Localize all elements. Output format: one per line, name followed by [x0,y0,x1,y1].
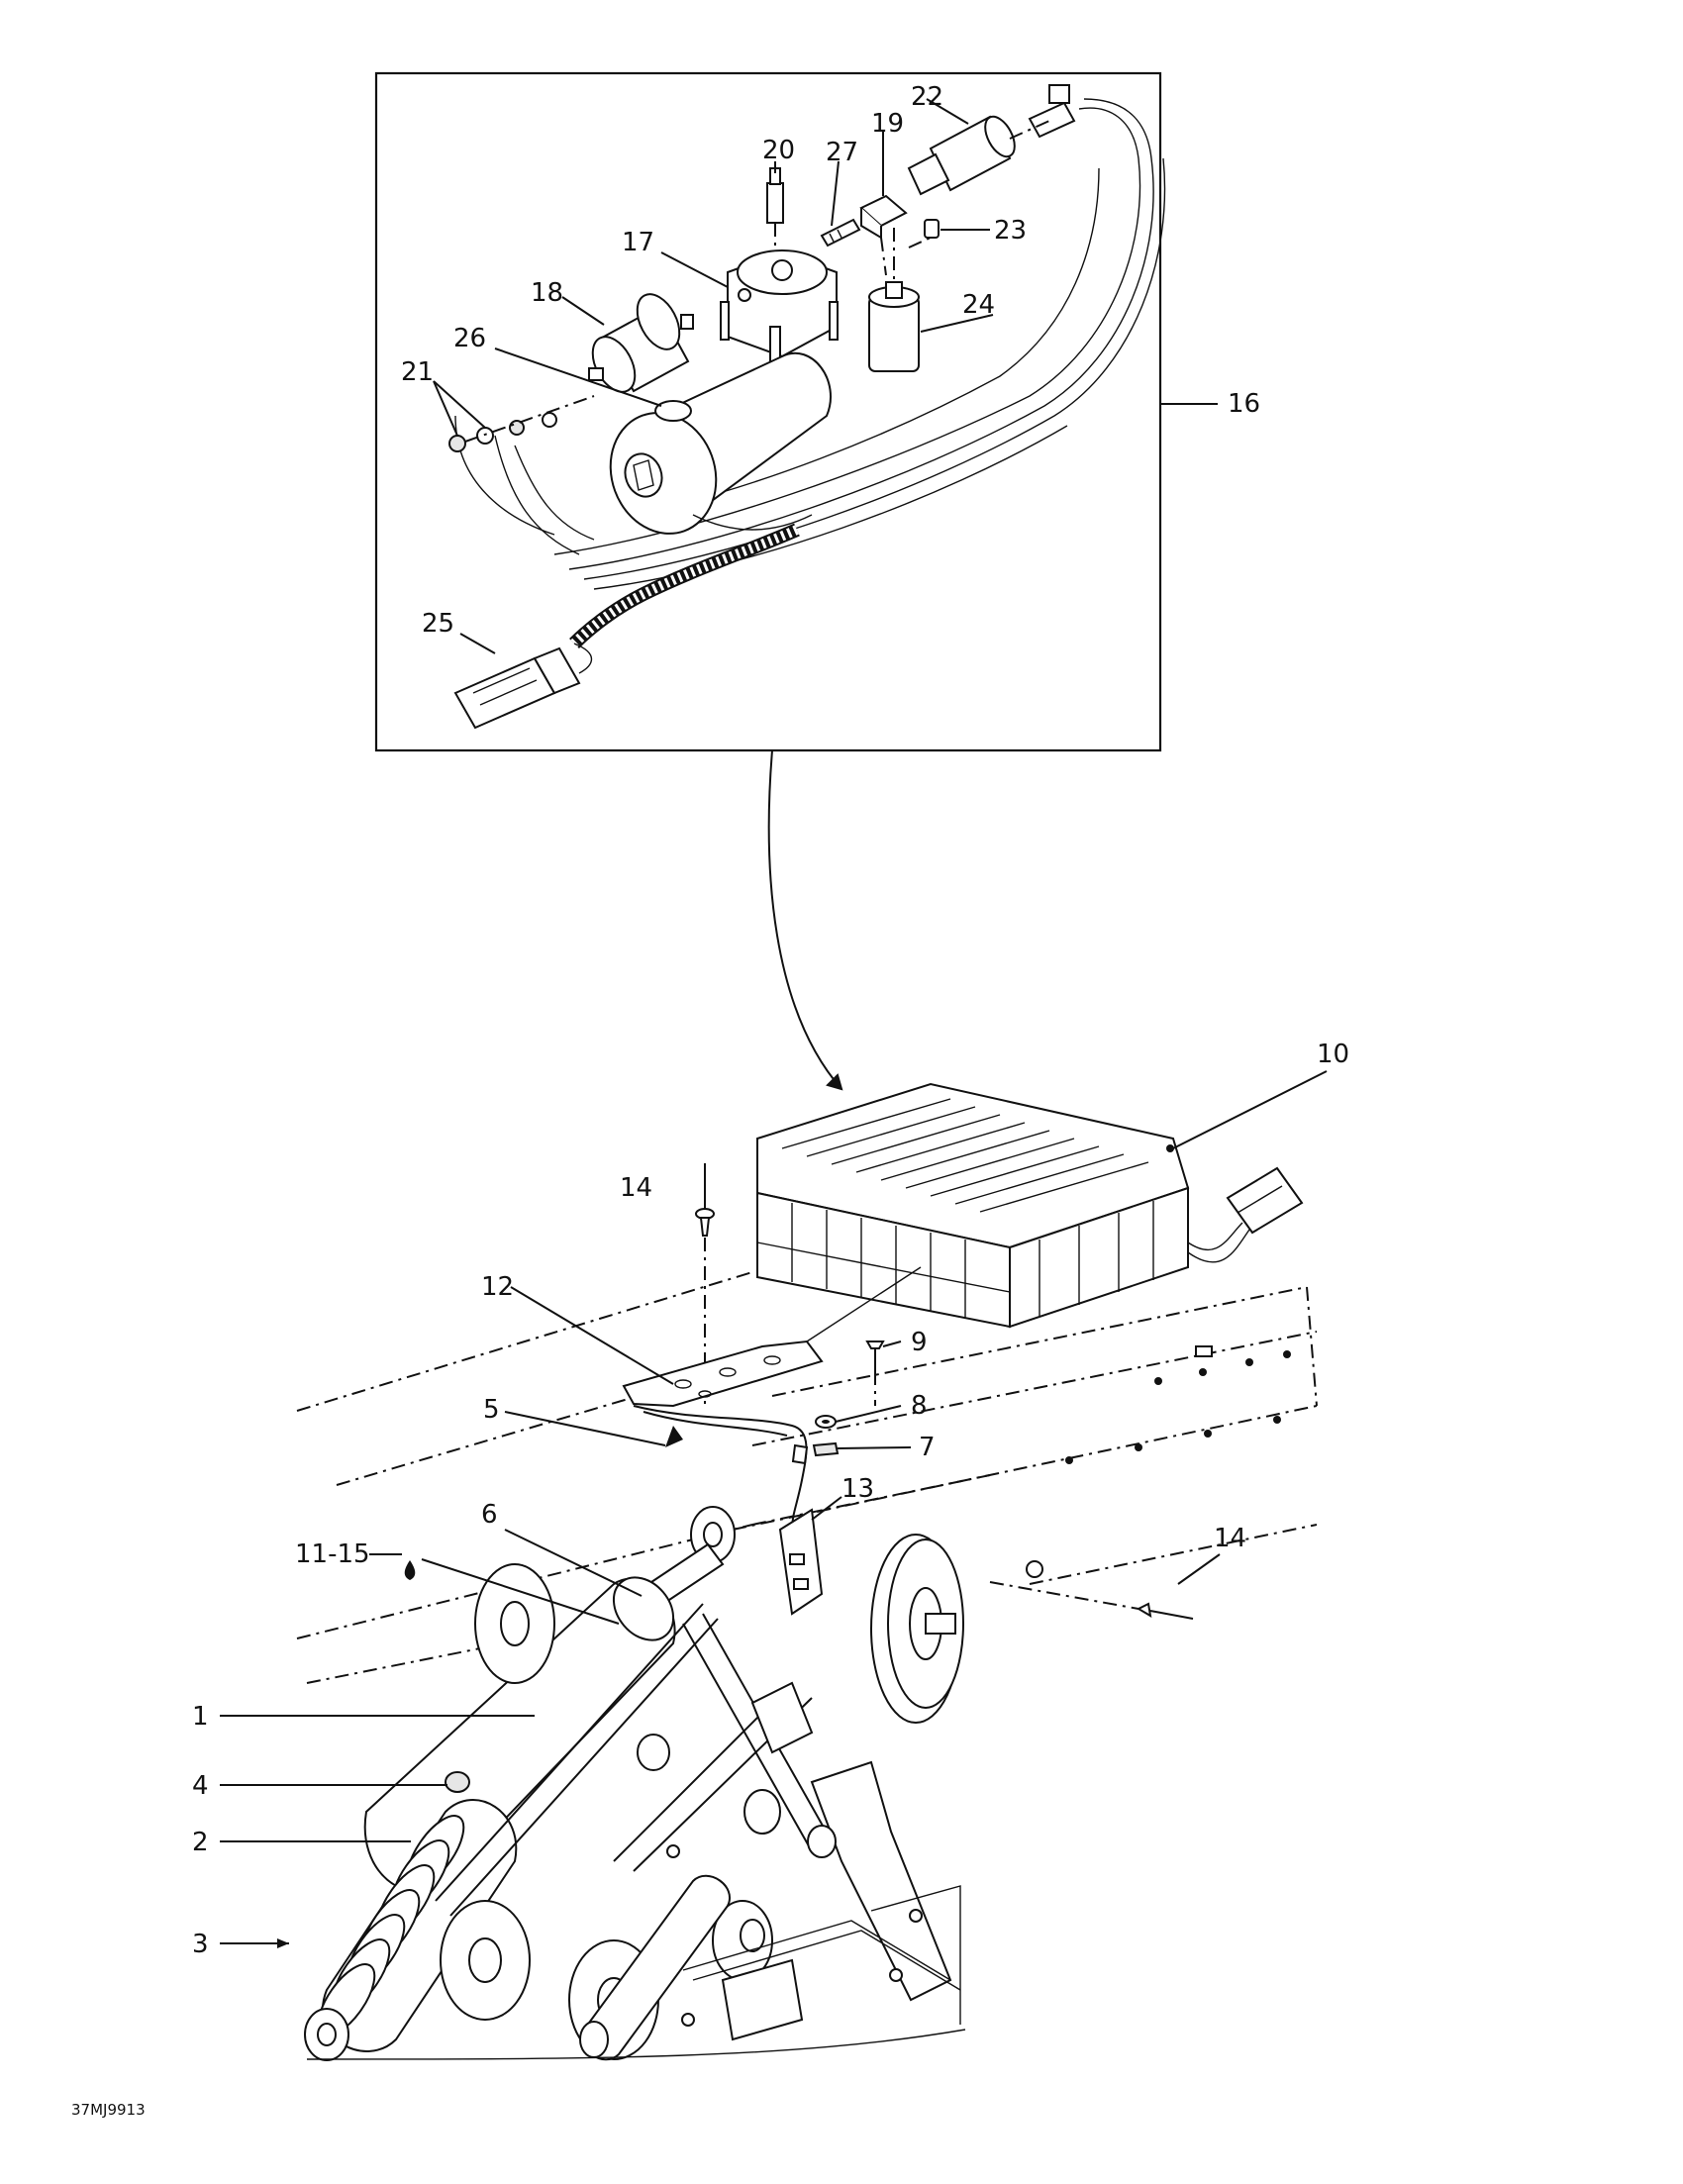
air-filter-18 [588,293,694,393]
main-assembly: 10 14 12 9 8 5 7 13 6 11-15 14 1 4 2 3 [192,1040,1349,2061]
callout-14-right: 14 [1214,1524,1246,1553]
callout-9: 9 [911,1328,928,1357]
grease-symbol [404,1560,416,1580]
callout-27: 27 [826,138,858,167]
washer-8 [815,1415,837,1429]
callout-26: 26 [453,324,486,353]
callout-24: 24 [962,290,995,320]
callout-6: 6 [481,1500,498,1530]
main-leaders [220,1070,1328,1948]
inset-detail: 22 20 19 27 23 17 24 18 26 21 16 25 [374,71,1260,752]
callout-3: 3 [192,1930,209,1959]
inset-frame [374,71,1162,752]
rail-outline [296,1271,1318,1684]
spring-coils [317,1815,465,2036]
callout-12: 12 [481,1272,514,1302]
bracket-13 [778,1508,824,1616]
screw-9 [865,1340,885,1406]
callout-1: 1 [192,1702,209,1732]
air-tube-5 [633,1405,809,1531]
compressor-motor [609,351,832,535]
callout-8: 8 [911,1391,928,1421]
callout-13: 13 [842,1474,874,1504]
module-10 [756,1082,1304,1329]
rail-holes [1026,1345,1291,1578]
callout-11-15: 11-15 [295,1539,370,1569]
fitting-20 [766,167,784,255]
callout-17: 17 [622,228,654,257]
callout-5: 5 [483,1395,500,1425]
rear-frame [306,1844,966,2060]
connector-22 [907,84,1076,196]
callout-14-top: 14 [620,1173,652,1203]
inset-pointer-arrow [767,749,843,1091]
callout-25: 25 [422,609,454,639]
idler-wheel [870,1534,964,1724]
retainer-4 [445,1771,470,1793]
rear-shock [579,1874,731,2061]
callout-16: 16 [1228,389,1260,419]
spring-2 [304,1799,518,2061]
shock-body-1 [363,1576,676,1893]
callout-4: 4 [192,1771,209,1801]
callout-2: 2 [192,1828,209,1857]
callout-19: 19 [871,109,904,139]
callout-7: 7 [919,1433,936,1462]
wire-harness [454,98,1166,590]
connector-25 [453,643,593,730]
callout-21: 21 [401,357,434,387]
callout-10: 10 [1317,1040,1349,1069]
module-fins [756,1201,1154,1319]
compressor-head-17 [720,249,839,363]
corrugated-conduit [569,523,800,648]
rivet-14-right [989,1581,1194,1620]
fitting-27 [820,218,861,248]
callout-22: 22 [911,82,943,112]
suspension-linkage [435,1603,952,2002]
callout-20: 20 [762,136,795,165]
bracket-12 [622,1266,922,1408]
nut-7 [812,1441,840,1457]
hardware-21 [448,395,595,452]
inset-leaders [433,98,1218,654]
callout-23: 23 [994,216,1027,246]
valve-19 [859,194,908,276]
plug-23 [908,219,940,248]
pressure-switch-24 [868,228,920,372]
callout-18: 18 [531,278,563,308]
reference-code: 37MJ9913 [71,2101,146,2119]
